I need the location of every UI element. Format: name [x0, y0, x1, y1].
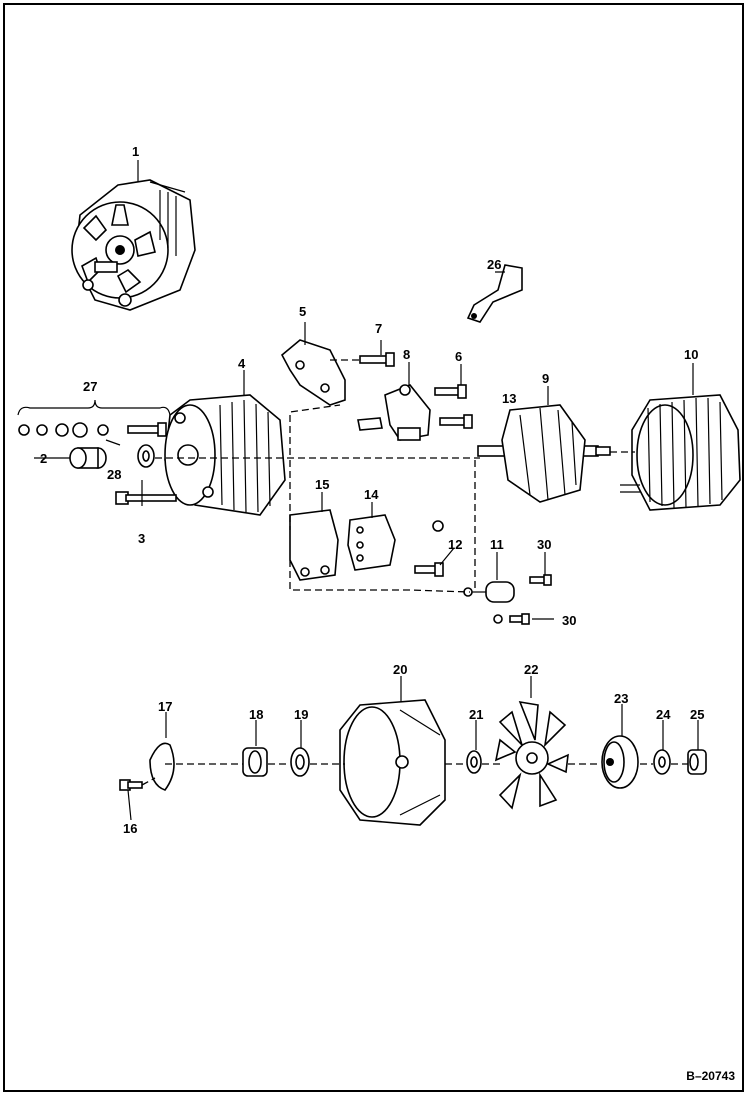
part-16-screw	[119, 779, 143, 791]
part-12-screw	[414, 562, 444, 577]
part-4-front-housing	[164, 394, 286, 516]
part-21-spacer	[466, 750, 482, 774]
callout-label-30-lower: 30	[562, 613, 577, 628]
part-24-lock-washer	[653, 749, 671, 775]
part-13-screw	[439, 414, 473, 429]
part-14-rectifier	[347, 514, 396, 571]
callout-label-1: 1	[132, 144, 140, 159]
part-30-screw-lower	[493, 613, 530, 625]
assembly-line-lower-axis	[141, 763, 688, 786]
callout-label-25: 25	[690, 707, 705, 722]
part-18-bearing	[242, 747, 268, 777]
part-30-screw-upper	[529, 574, 552, 586]
part-22-fan	[494, 700, 569, 810]
part-8-brush-holder	[357, 384, 431, 441]
part-17-retainer-plate	[149, 742, 175, 791]
part-2-bushing	[69, 447, 107, 469]
part-26-bracket	[466, 264, 523, 323]
part-10-stator	[620, 394, 741, 511]
callout-label-27: 27	[83, 379, 98, 394]
reference-code: B–20743	[686, 1069, 735, 1083]
part-11-capacitor	[463, 581, 515, 603]
callout-label-21: 21	[469, 707, 484, 722]
callout-label-30-upper: 30	[537, 537, 552, 552]
part-28-washer	[137, 444, 155, 468]
part-20-rear-housing	[339, 699, 446, 826]
callout-label-3: 3	[138, 531, 146, 546]
callout-label-2: 2	[40, 451, 48, 466]
callout-label-26: 26	[487, 257, 502, 272]
callout-label-15: 15	[315, 477, 330, 492]
callout-label-19: 19	[294, 707, 309, 722]
callout-label-9: 9	[542, 371, 550, 386]
callout-label-14: 14	[364, 487, 379, 502]
part-15-cover	[289, 509, 339, 581]
part-25-nut	[687, 749, 707, 775]
callout-label-6: 6	[455, 349, 463, 364]
small-nut	[432, 520, 444, 532]
part-23-pulley	[601, 735, 639, 789]
assembly-line-upper-axis	[155, 359, 635, 593]
part-3-bolt	[115, 491, 177, 505]
callout-label-22: 22	[524, 662, 539, 677]
callout-label-17: 17	[158, 699, 173, 714]
part-1-alternator-assembly	[71, 179, 196, 311]
callout-label-16: 16	[123, 821, 138, 836]
callout-label-12: 12	[448, 537, 463, 552]
part-19-seal	[290, 747, 310, 777]
callout-label-23: 23	[614, 691, 629, 706]
callout-label-4: 4	[238, 356, 246, 371]
callout-label-28: 28	[107, 467, 122, 482]
callout-label-11: 11	[490, 537, 504, 552]
callout-label-8: 8	[403, 347, 411, 362]
callout-leader-lines	[34, 160, 699, 821]
part-27-hardware-set	[17, 399, 171, 438]
part-9-rotor	[477, 404, 611, 503]
callout-label-5: 5	[299, 304, 307, 319]
part-6-screw	[434, 384, 467, 399]
callout-label-20: 20	[393, 662, 408, 677]
callout-label-13: 13	[502, 391, 517, 406]
callout-label-18: 18	[249, 707, 264, 722]
callout-label-7: 7	[375, 321, 383, 336]
callout-label-24: 24	[656, 707, 671, 722]
callout-label-10: 10	[684, 347, 699, 362]
part-7-screw	[359, 352, 395, 367]
diagram-frame	[3, 3, 744, 1092]
part-5-terminal-plate	[280, 339, 346, 406]
